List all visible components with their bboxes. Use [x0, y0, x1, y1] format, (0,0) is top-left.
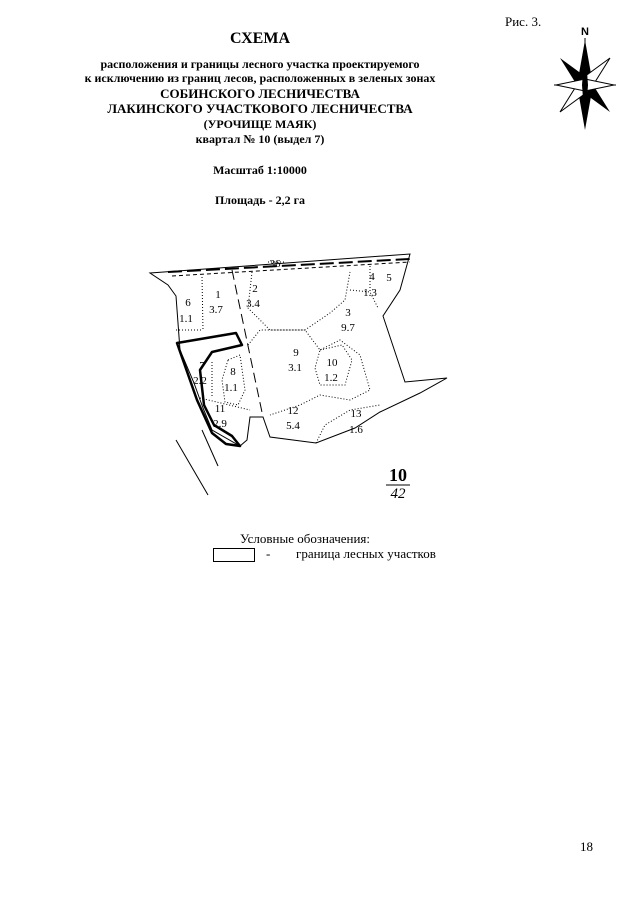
plot-number: 13 [351, 408, 363, 420]
plot-area: 5.4 [286, 420, 300, 432]
plot-number: 1 [215, 289, 221, 301]
north-arrow-icon: N [554, 26, 616, 130]
plot-area: 3.4 [246, 298, 260, 310]
scale-label: Масштаб 1:10000 [213, 163, 307, 177]
plot-number: 10 [327, 357, 339, 369]
plot-number: 11 [215, 403, 226, 415]
plot-area: 3.1 [288, 362, 302, 374]
plot-area: 1.3 [363, 287, 377, 299]
plot-area: 1.1 [179, 313, 193, 325]
quarter-number: 10 [389, 465, 407, 485]
subtitle-line: расположения и границы лесного участка п… [100, 57, 420, 71]
legend-boundary-swatch [213, 548, 255, 562]
subtitle-line: к исключению из границ лесов, расположен… [84, 71, 436, 85]
plot-number: 7 [199, 360, 205, 372]
area-label: Площадь - 2,2 га [214, 193, 306, 207]
page-number: 18 [580, 839, 593, 854]
subtitle-line: СОБИНСКОГО ЛЕСНИЧЕСТВА [160, 86, 360, 101]
page-title: СХЕМА [229, 30, 291, 47]
legend-title: Условные обозначения: [240, 531, 371, 546]
plot-area: 2.2 [193, 375, 207, 387]
subtitle-line: квартал № 10 (выдел 7) [195, 132, 325, 146]
subtitle-line: ЛАКИНСКОГО УЧАСТКОВОГО ЛЕСНИЧЕСТВА [107, 101, 413, 116]
plot-area: 2.9 [213, 418, 227, 430]
legend-item-label: граница лесных участков [296, 546, 436, 561]
plot-number: 8 [230, 366, 236, 378]
subtitle-line: (УРОЧИЩЕ МАЯК) [203, 117, 317, 131]
plot-number: 36 [270, 258, 282, 270]
plot-number: 2 [252, 283, 258, 295]
project-plot-outline [175, 331, 244, 448]
compass-n-label: N [581, 26, 589, 38]
plot-number: 6 [185, 297, 191, 309]
plot-number: 9 [293, 347, 299, 359]
legend-dash: - [266, 546, 271, 561]
plot-area: 1.6 [349, 424, 363, 436]
plot-number: 12 [288, 405, 299, 417]
quarter-boundary [148, 253, 448, 447]
plot-number: 4 [369, 271, 375, 283]
plot-area: 3.7 [209, 304, 223, 316]
plot-number: 3 [345, 307, 351, 319]
quarter-area: 42 [391, 486, 407, 502]
plot-area: 9.7 [341, 322, 355, 334]
plot-area: 1.2 [324, 372, 338, 384]
figure-label: Рис. 3. [505, 14, 542, 29]
plot-area: 1.1 [224, 382, 238, 394]
plot-number: 5 [386, 272, 392, 284]
